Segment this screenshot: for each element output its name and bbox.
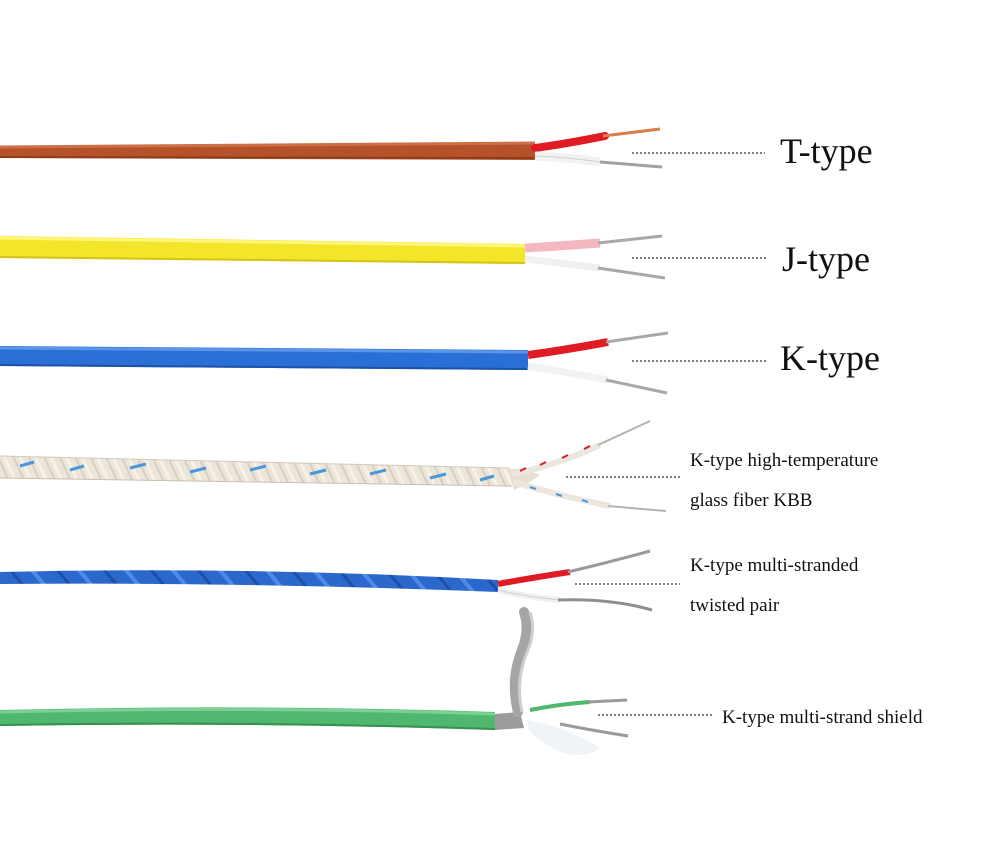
kbb-label-line2: glass fiber KBB [690, 490, 813, 511]
t-type-cable [0, 127, 663, 169]
shield-label: K-type multi-strand shield [722, 707, 923, 728]
shield-cable [0, 607, 629, 756]
t-type-label: T-type [780, 131, 873, 171]
twisted-pair-label-line1: K-type multi-stranded [690, 555, 859, 576]
kbb-label-line1: K-type high-temperature [690, 450, 879, 471]
k-type-label: K-type [780, 338, 880, 378]
j-type-label: J-type [782, 239, 870, 279]
twisted-pair-label-line2: twisted pair [690, 595, 780, 616]
kbb-cable [0, 420, 667, 512]
twisted-pair-cable [0, 549, 653, 612]
j-type-cable [0, 234, 666, 280]
k-type-cable [0, 331, 669, 395]
